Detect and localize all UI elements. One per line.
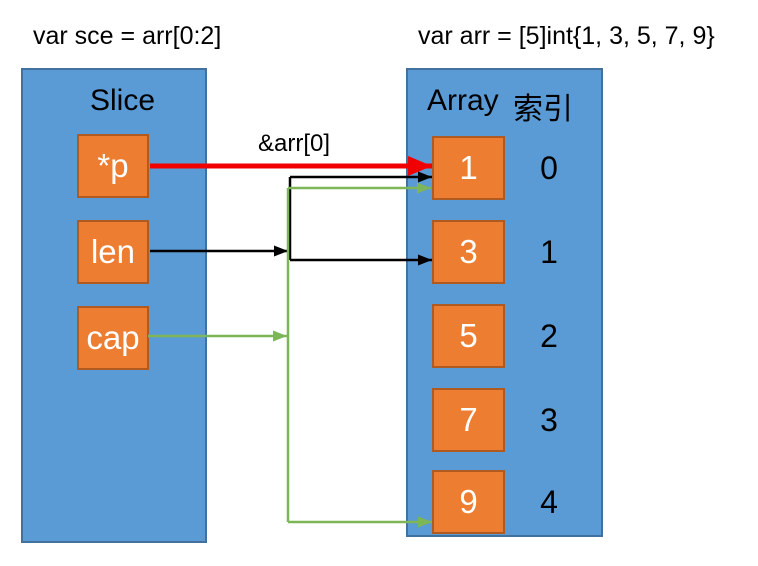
slice-panel-title: Slice bbox=[90, 84, 156, 117]
array-panel-title: Array bbox=[427, 84, 499, 117]
array-element-2: 5 bbox=[432, 304, 505, 368]
slice-declaration-text: var sce = arr[0:2] bbox=[33, 22, 222, 50]
index-label-3: 3 bbox=[540, 401, 558, 438]
index-label-1: 1 bbox=[540, 233, 558, 270]
array-element-4: 9 bbox=[432, 470, 505, 534]
index-label-0: 0 bbox=[540, 149, 558, 186]
slice-field-cap: cap bbox=[77, 306, 149, 370]
index-label-4: 4 bbox=[540, 483, 558, 520]
slice-field-pointer: *p bbox=[77, 134, 149, 198]
array-element-1: 3 bbox=[432, 220, 505, 284]
index-column-title: 索引 bbox=[513, 93, 573, 126]
array-element-3: 7 bbox=[432, 388, 505, 452]
array-declaration-text: var arr = [5]int{1, 3, 5, 7, 9} bbox=[418, 22, 715, 50]
array-element-0: 1 bbox=[432, 136, 505, 200]
pointer-arrow-label: &arr[0] bbox=[258, 130, 331, 157]
index-label-2: 2 bbox=[540, 317, 558, 354]
slice-field-len: len bbox=[77, 220, 149, 284]
